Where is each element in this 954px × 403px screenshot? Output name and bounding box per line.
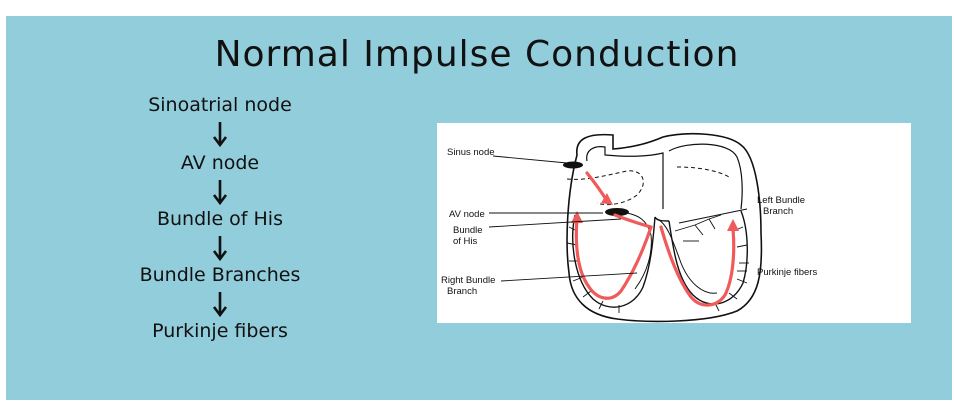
down-arrow-icon xyxy=(210,234,230,264)
label-left-bundle-line2: Branch xyxy=(763,206,793,217)
label-right-bundle-line1: Right Bundle xyxy=(441,275,495,286)
atrial-tract xyxy=(677,167,729,177)
label-bundle-of-his-line1: Bundle xyxy=(453,225,483,236)
right-ventricle-inner xyxy=(573,215,655,307)
down-arrow-icon xyxy=(210,120,230,150)
right-atrium-wall xyxy=(587,147,663,209)
flow-step-av-node: AV node xyxy=(80,152,360,174)
left-bundle-line xyxy=(657,219,717,293)
label-right-bundle-line2: Branch xyxy=(447,286,477,297)
conduction-arrowheads xyxy=(571,193,739,231)
left-atrium-wall xyxy=(669,144,742,209)
conduction-arrows xyxy=(576,173,733,305)
down-arrow-icon xyxy=(210,290,230,320)
label-leaders xyxy=(489,156,747,281)
flow-step-purkinje-fibers: Purkinje fibers xyxy=(80,320,360,342)
slide-title: Normal Impulse Conduction xyxy=(0,34,954,75)
heart-conduction-diagram: Sinus node AV node Bundle of His Right B… xyxy=(437,123,911,323)
top-border xyxy=(0,0,954,16)
label-purkinje-fibers: Purkinje fibers xyxy=(757,267,817,278)
label-left-bundle-line1: Left Bundle xyxy=(757,195,805,206)
label-av-node: AV node xyxy=(449,209,485,220)
label-bundle-of-his-line2: of His xyxy=(453,236,478,247)
down-arrow-icon xyxy=(210,178,230,208)
flow-step-bundle-of-his: Bundle of His xyxy=(80,208,360,230)
flow-step-sinoatrial-node: Sinoatrial node xyxy=(80,94,360,116)
label-sinus-node: Sinus node xyxy=(447,147,495,158)
heart-illustration: Sinus node AV node Bundle of His Right B… xyxy=(437,123,911,323)
flow-step-bundle-branches: Bundle Branches xyxy=(80,264,360,286)
